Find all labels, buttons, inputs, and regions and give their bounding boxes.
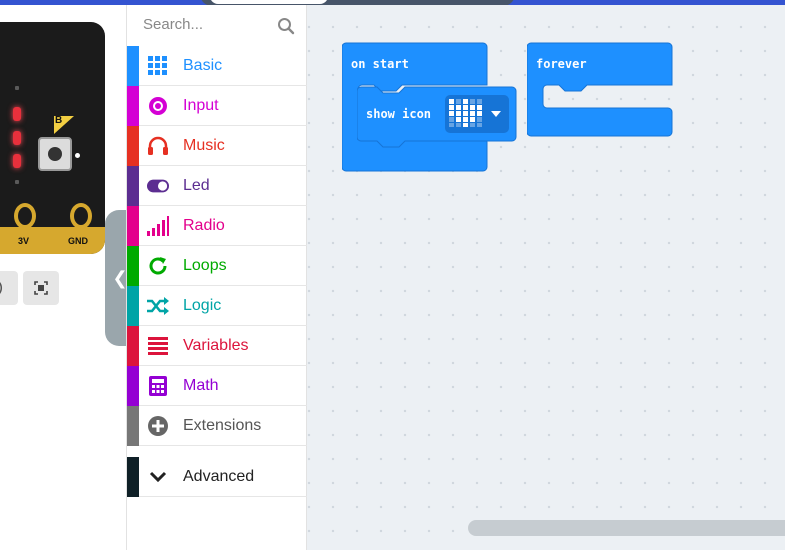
pin-3v[interactable]: [14, 203, 36, 229]
button-b-label: B: [55, 115, 63, 126]
dropdown-arrow-icon[interactable]: [490, 110, 502, 118]
category-label: Extensions: [183, 417, 262, 434]
pin-label-3v: 3V: [18, 236, 30, 246]
forever-label: forever: [536, 57, 587, 71]
category-label: Loops: [183, 257, 227, 274]
search-box: [127, 5, 308, 46]
toolbox-category-radio[interactable]: Radio: [127, 206, 308, 246]
category-label: Math: [183, 377, 219, 394]
led: [15, 86, 19, 90]
fullscreen-button[interactable]: [23, 271, 59, 305]
toolbox-category-advanced[interactable]: Advanced: [127, 457, 308, 497]
list-icon: [147, 336, 169, 356]
blocks-workspace[interactable]: on start show icon forever: [307, 5, 785, 550]
target-icon: [147, 96, 169, 116]
refresh-icon: [147, 256, 169, 276]
plus-circle-icon: [147, 416, 169, 436]
pin-label-gnd: GND: [68, 236, 88, 246]
sound-icon: [0, 282, 3, 294]
led: [13, 107, 21, 121]
toolbox-category-variables[interactable]: Variables: [127, 326, 308, 366]
calculator-icon: [147, 376, 169, 396]
toolbox-category-basic[interactable]: Basic: [127, 46, 308, 86]
toolbox-category-logic[interactable]: Logic: [127, 286, 308, 326]
category-label: Basic: [183, 57, 223, 74]
category-label: Music: [183, 137, 225, 154]
toolbox-category-math[interactable]: Math: [127, 366, 308, 406]
fullscreen-icon: [34, 281, 48, 295]
button-b[interactable]: [38, 137, 72, 171]
toolbox-category-led[interactable]: Led: [127, 166, 308, 206]
chevron-left-icon: ❮: [112, 267, 128, 288]
shuffle-icon: [147, 296, 169, 316]
led: [13, 131, 21, 145]
category-label: Led: [183, 177, 210, 194]
search-icon[interactable]: [277, 17, 295, 35]
grid-icon: [147, 56, 169, 76]
category-label: Radio: [183, 217, 225, 234]
toolbox-category-extensions[interactable]: Extensions: [127, 406, 308, 446]
toolbox: Basic Input Music Led: [126, 5, 308, 550]
editor-toggle[interactable]: [200, 0, 515, 6]
category-label: Logic: [183, 297, 222, 314]
signal-icon: [147, 216, 169, 236]
chevron-down-icon: [147, 467, 169, 487]
led: [15, 180, 19, 184]
horizontal-scrollbar[interactable]: [468, 520, 785, 536]
led: [13, 154, 21, 168]
toolbox-category-input[interactable]: Input: [127, 86, 308, 126]
show-icon-label: show icon: [366, 107, 432, 121]
pin-gnd[interactable]: [70, 203, 92, 229]
headphones-icon: [147, 136, 169, 156]
forever-block[interactable]: [527, 42, 675, 138]
board-edge-connector: 3V GND: [0, 227, 105, 254]
toolbox-category-music[interactable]: Music: [127, 126, 308, 166]
toggle-icon: [147, 176, 169, 196]
heart-icon[interactable]: [447, 98, 483, 128]
category-label: Variables: [183, 337, 249, 354]
on-start-label: on start: [351, 57, 409, 71]
editor-toggle-active[interactable]: [210, 0, 328, 4]
toolbox-category-loops[interactable]: Loops: [127, 246, 308, 286]
audio-button[interactable]: [0, 271, 18, 305]
search-input[interactable]: [143, 16, 273, 33]
board-edge-dot: [75, 153, 80, 158]
category-label: Advanced: [183, 468, 255, 485]
category-label: Input: [183, 97, 219, 114]
